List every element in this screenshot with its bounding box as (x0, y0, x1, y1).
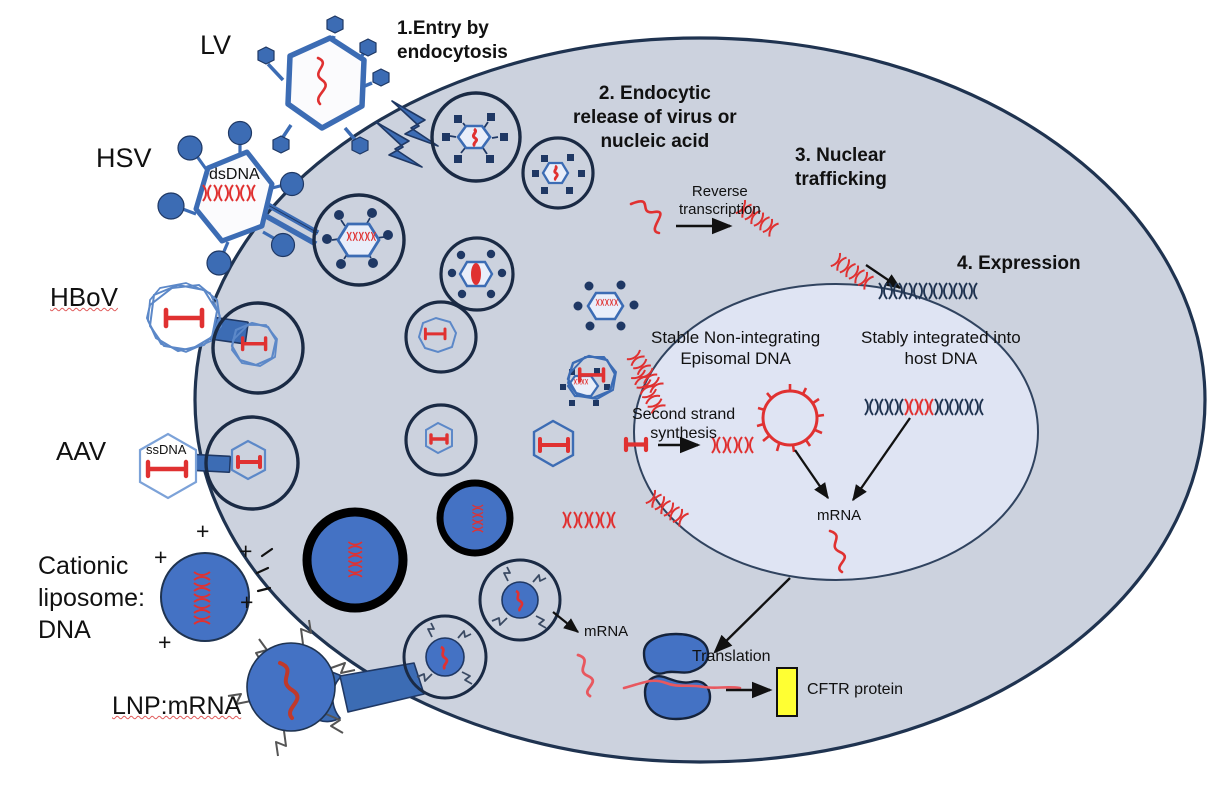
entry-fusion-bars-hsv (264, 202, 320, 247)
endosome-lv-2 (521, 136, 595, 210)
liposome-charge-3: + (239, 538, 253, 564)
step-label-1: 1.Entry by endocytosis (397, 18, 508, 63)
arrow-lnp-to-mrna (552, 611, 580, 633)
arrow-integration (865, 264, 902, 289)
liposome-membrane-dashes (255, 547, 274, 593)
entry-arrow-endocytosis (375, 100, 439, 168)
vector-lv (257, 15, 390, 155)
vector-label-hsv: HSV (96, 143, 152, 173)
nucleus-mrna-squiggle (828, 529, 847, 574)
endosome-liposome-1 (302, 507, 408, 613)
step-label-2: 2. Endocytic release of virus or nucleic… (573, 83, 737, 152)
annotation-second-strand-synthesis: Second strand synthesis (632, 406, 736, 443)
vector-label-hbov: HBoV (50, 282, 118, 312)
annotation-stably-integrated: Stably integrated into host DNA (861, 328, 1021, 368)
liposome-charge-4: + (240, 589, 254, 615)
nucleus (633, 283, 1039, 581)
vector-hsv (157, 120, 305, 276)
endosome-liposome-2 (436, 479, 514, 557)
annotation-stable-non-integrating: Stable Non-integrating Episomal DNA (651, 328, 821, 368)
endosome-aav-1 (204, 415, 300, 511)
vector-label-lnp: LNP:mRNA (112, 692, 242, 720)
step-label-4: 4. Expression (957, 253, 1081, 274)
annotation-mrna-nucleus: mRNA (817, 507, 862, 524)
endosome-lnp-2 (478, 558, 562, 642)
endosome-hsv-2 (439, 236, 515, 312)
second-strand-input (623, 436, 649, 453)
liposome-charge-5: + (158, 629, 172, 655)
endosome-hbov-2 (404, 300, 478, 374)
free-particle-hbov (566, 354, 618, 400)
vector-label-lv: LV (200, 30, 232, 60)
vector-label-aav: AAV (56, 436, 107, 466)
cytoplasm-ssrna (629, 200, 662, 235)
vector-hbov (145, 282, 223, 353)
cftr-protein-glyph (776, 667, 798, 717)
cytoplasm-mrna-squiggle (576, 653, 595, 698)
arrow-mrna-export (713, 577, 791, 654)
ribosome-mrna-strand (622, 679, 742, 690)
arrow-hostdna-to-mrna (852, 417, 911, 502)
free-particle-hsv (573, 280, 639, 331)
liposome-charge-2: + (154, 544, 168, 570)
episome-circle (756, 384, 825, 453)
endosome-lv-1 (430, 91, 522, 183)
hsv-cargo-label: dsDNA (209, 166, 260, 183)
vector-cationic-liposome (160, 552, 250, 642)
annotation-cftr-protein: CFTR protein (807, 681, 904, 698)
liposome-charge-1: + (196, 518, 210, 544)
lv-particle (442, 113, 508, 163)
endosome-lnp-1 (402, 614, 488, 700)
vector-aav (138, 432, 198, 500)
endosome-hbov-1 (211, 301, 305, 395)
aav-cargo-label-text: ssDNA (146, 442, 187, 457)
step-label-3: 3. Nuclear trafficking (795, 145, 887, 190)
arrow-episome-to-mrna (794, 449, 829, 500)
aav-ssdna (145, 459, 189, 479)
free-particle-aav (532, 419, 575, 468)
vector-lnp-mrna (227, 619, 356, 757)
annotation-translation: Translation (692, 648, 771, 665)
hbov-ssdna (163, 307, 205, 329)
endosome-aav-2 (404, 403, 478, 477)
endosome-hsv-1 (312, 193, 406, 287)
vector-label-cationic-liposome: Cationic liposome: DNA (38, 552, 145, 644)
annotation-mrna-cytoplasm: mRNA (584, 623, 629, 640)
annotation-reverse-transcription: Reverse transcription (679, 183, 761, 218)
